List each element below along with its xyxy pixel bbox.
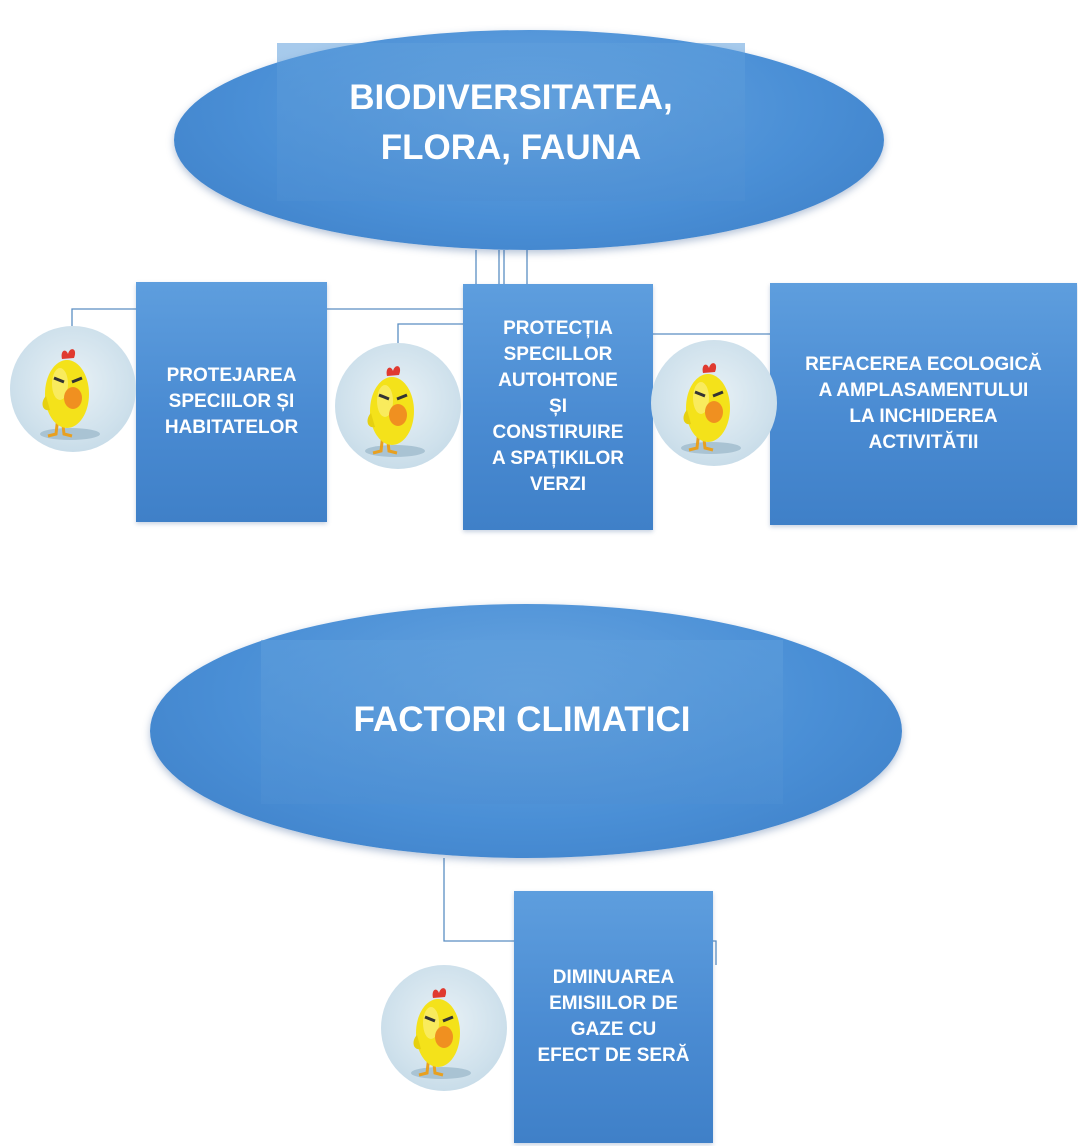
box-label: PROTEJAREA SPECIILOR ȘI HABITATELOR — [164, 365, 299, 438]
box-protejarea-speciilor: PROTEJAREA SPECIILOR ȘI HABITATELOR — [136, 282, 327, 522]
chick-avatar-4 — [381, 965, 507, 1091]
angry-chick-icon — [681, 363, 741, 454]
biodiversity-ellipse-panel — [277, 43, 745, 201]
climate-ellipse-panel — [261, 640, 783, 804]
chick-avatar-2 — [335, 343, 461, 469]
box-diminuarea-emisiilor: DIMINUAREA EMISIILOR DE GAZE CU EFECT DE… — [514, 891, 713, 1143]
box-refacerea-ecologica: REFACEREA ECOLOGICĂ A AMPLASAMENTULUI LA… — [770, 283, 1077, 525]
box-label: REFACEREA ECOLOGICĂ A AMPLASAMENTULUI LA… — [805, 354, 1042, 453]
angry-chick-icon — [365, 366, 425, 457]
box-label: DIMINUAREA EMISIILOR DE GAZE CU EFECT DE… — [537, 967, 690, 1066]
box-protectia-speciilor: PROTECȚIA SPECILLOR AUTOHTONE ȘI CONSTIR… — [463, 284, 653, 530]
biodiversity-title: BIODIVERSITATEA, FLORA, FAUNA — [349, 78, 673, 167]
chick-avatar-3 — [651, 340, 777, 466]
chick-avatar-1 — [10, 326, 136, 452]
climate-title: FACTORI CLIMATICI — [353, 700, 691, 739]
angry-chick-icon — [40, 349, 100, 440]
box-label: PROTECȚIA SPECILLOR AUTOHTONE ȘI CONSTIR… — [492, 318, 624, 495]
angry-chick-icon — [411, 988, 471, 1079]
